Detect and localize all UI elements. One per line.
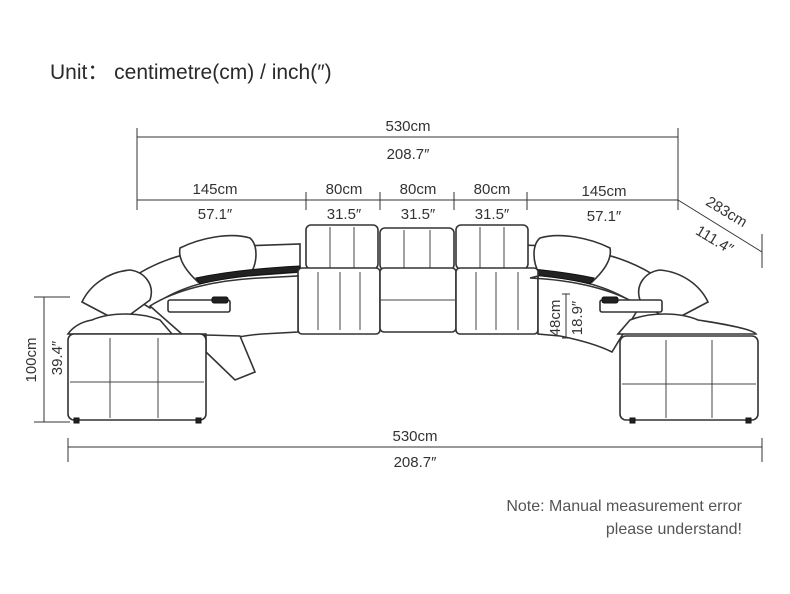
segment-4-cm: 80cm	[474, 181, 511, 198]
depth-cm: 283cm	[703, 193, 750, 231]
seat-height-cm: 48cm	[547, 300, 564, 337]
segment-2-inch: 31.5″	[327, 206, 362, 223]
height-cm: 100cm	[23, 337, 40, 382]
segment-1-cm: 145cm	[192, 181, 237, 198]
bottom-total-cm: 530cm	[392, 428, 437, 445]
segment-3-cm: 80cm	[400, 181, 437, 198]
height-inch: 39.4″	[49, 340, 66, 375]
dimension-lines	[34, 128, 763, 462]
segment-3-inch: 31.5″	[401, 206, 436, 223]
segment-4-inch: 31.5″	[475, 206, 510, 223]
top-total-cm: 530cm	[385, 118, 430, 135]
note-line-1: Note: Manual measurement error	[506, 498, 742, 515]
segment-2-cm: 80cm	[326, 181, 363, 198]
unit-title: Unit： centimetre(cm) / inch(″)	[50, 61, 332, 84]
note-line-2: please understand!	[605, 521, 742, 538]
segment-5-inch: 57.1″	[587, 208, 622, 225]
seat-height-inch: 18.9″	[569, 300, 586, 335]
segment-5-cm: 145cm	[581, 183, 626, 200]
bottom-total-inch: 208.7″	[394, 454, 438, 471]
sofa-illustration	[66, 224, 759, 424]
depth-inch: 111.4″	[693, 222, 737, 258]
top-total-inch: 208.7″	[387, 146, 431, 163]
segment-1-inch: 57.1″	[198, 206, 233, 223]
